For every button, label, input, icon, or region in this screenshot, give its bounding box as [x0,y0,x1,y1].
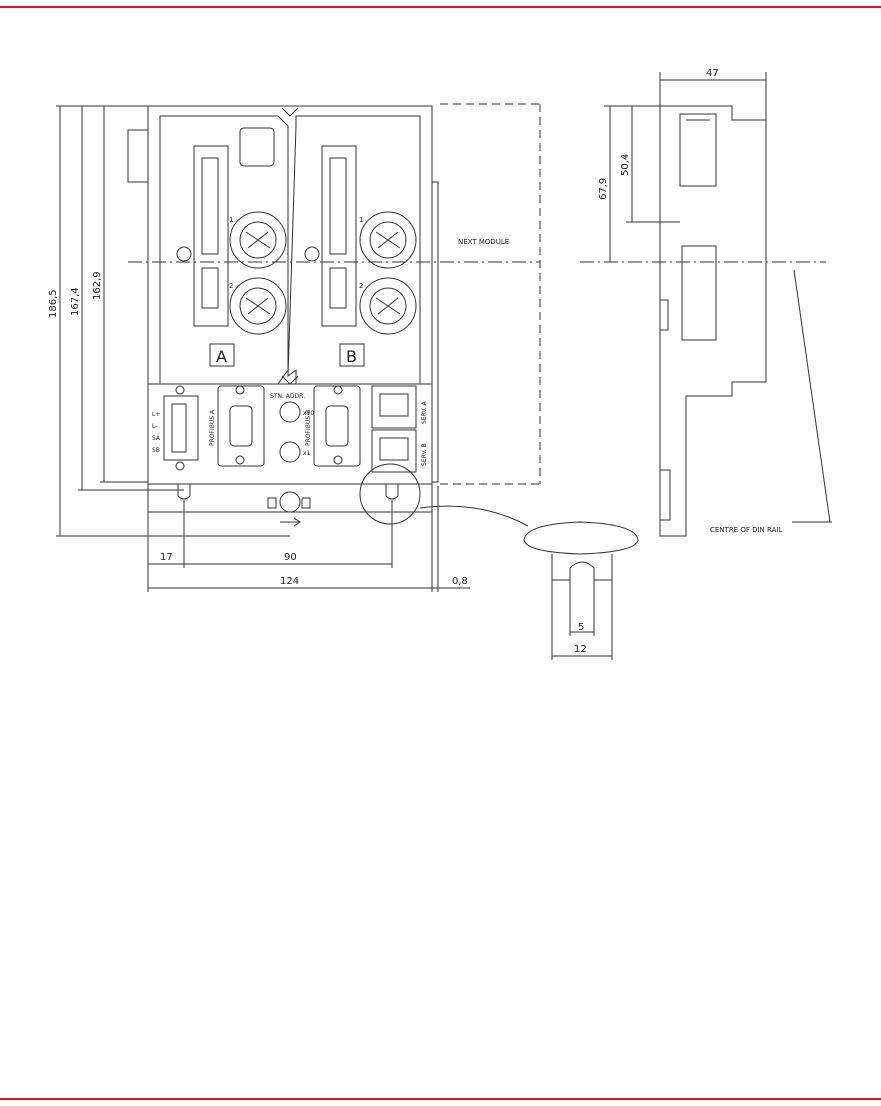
station-address-x10 [279,401,301,423]
profibus-b-label: PROFIBUS B [305,410,312,446]
bay-a-box [209,343,235,367]
rotary-switch-b2 [359,277,417,335]
mount-slot-left [177,484,191,500]
front-view [56,103,541,592]
serv-a-label: SERV. A [421,400,428,424]
dim-gap: 0,8 [452,576,468,587]
slot-1a-label: 1 [229,216,233,224]
top-red-rule [0,6,881,8]
mount-slot-right [385,484,399,500]
left-bracket [127,129,149,183]
dim-slot-offset: 17 [160,552,173,563]
lock-screw [279,491,301,513]
slot-1b-label: 1 [359,216,363,224]
station-address-x1 [279,441,301,463]
dim-slot-outer: 12 [574,644,587,655]
centre-din-rail-label: CENTRE OF DIN RAIL [710,526,782,534]
serv-b-label: SERV. B [421,443,428,466]
slot-2b-label: 2 [359,282,363,290]
rotary-switch-b1 [359,211,417,269]
slot-2a-label: 2 [229,282,233,290]
x1-label: x1 [303,450,311,457]
dim-height-to-slot: 167,4 [70,287,81,316]
side-view [580,72,832,537]
card-slot-b [321,145,357,327]
led-indicator-b [304,246,320,262]
profibus-b-connector [313,385,361,467]
led-indicator-a [176,246,192,262]
dim-depth: 47 [706,68,719,79]
dim-slot-inner: 5 [578,622,584,633]
dim-slot-spacing: 90 [284,552,297,563]
bay-b-letter: B [346,347,357,366]
label-window-a [239,127,275,167]
rotary-switch-a1 [229,211,287,269]
dim-rail-connector: 50,4 [620,154,631,176]
station-address-label: STN. ADDR. [270,393,305,400]
terminal-sb-label: SB [152,447,160,454]
x10-label: x10 [303,410,314,417]
terminal-sa-label: SA [152,435,161,442]
dim-rail-upper: 67,9 [598,178,609,200]
service-port-a [371,385,417,429]
dim-height-body: 162,9 [92,271,103,300]
dim-width: 124 [280,576,299,587]
card-slot-a [193,145,229,327]
profibus-a-connector [217,385,265,467]
profibus-a-label: PROFIBUS A [209,409,216,446]
service-port-b [371,429,417,473]
next-module-label: NEXT MODULE [458,238,509,246]
dim-total-height: 186,5 [48,289,59,318]
bay-b-box [339,343,365,367]
terminal-l-plus-label: L+ [152,411,160,418]
detail-cap [523,521,639,555]
rotary-switch-a2 [229,277,287,335]
side-connector [679,113,717,187]
detail-slot [551,554,613,581]
detail-view [523,521,639,660]
terminal-block [163,395,199,461]
bottom-red-rule [0,1098,881,1100]
bay-a-letter: A [216,347,227,366]
terminal-l-minus-label: L- [152,423,157,430]
detail-callout-circle [359,463,421,525]
